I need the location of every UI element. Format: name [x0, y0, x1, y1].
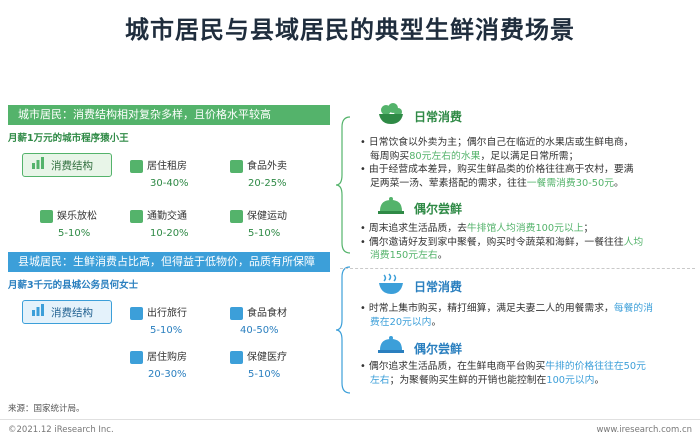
city-pct-housing: 30-40% [150, 178, 189, 189]
car-icon [130, 306, 143, 320]
county-pct-travel: 5-10% [150, 325, 183, 336]
city-category-fitness: 保健运动 [230, 207, 287, 223]
medical-icon [230, 350, 243, 364]
website: www.iresearch.com.cn [596, 425, 692, 435]
cloche-icon [378, 335, 404, 359]
salad-bowl-icon [378, 103, 404, 129]
city-category-housing: 居住租房 [130, 157, 187, 173]
county-banner: 县城居民：生鲜消费占比高，但得益于低物价，品质有所保障 [8, 252, 330, 272]
city-pct-food: 20-25% [248, 178, 287, 189]
county-category-housing: 居住购房 [130, 348, 187, 364]
building-icon [130, 159, 143, 173]
car-icon [130, 209, 143, 223]
city-pct-entertainment: 5-10% [58, 228, 91, 239]
county-daily-text: • 时常上集市购买，精打细算，满足夫妻二人的用餐需求，每餐的消 费在20元以内。 [360, 303, 654, 328]
county-category-travel: 出行旅行 [130, 304, 187, 320]
city-occasional-title: 偶尔尝鲜 [414, 202, 463, 216]
source-note: 来源：国家统计局。 [8, 404, 85, 414]
city-category-commute: 通勤交通 [130, 207, 187, 223]
cloche-icon [378, 196, 404, 220]
copyright: ©2021.12 iResearch Inc. [8, 425, 114, 435]
city-pct-commute: 10-20% [150, 228, 189, 239]
city-person-label: 月薪1万元的城市程序猿小王 [8, 133, 129, 144]
county-category-medical: 保健医疗 [230, 348, 287, 364]
chart-icon [31, 301, 45, 325]
city-daily-title: 日常消费 [414, 110, 463, 124]
fitness-icon [230, 209, 243, 223]
food-bowl-icon [378, 273, 404, 299]
chart-icon [31, 154, 45, 178]
city-occasional-text: • 周末追求生活品质，去牛排馆人均消费100元以上； • 偶尔邀请好友到家中聚餐… [360, 223, 644, 261]
footer-divider [0, 419, 700, 420]
county-structure-tag: 消费结构 [22, 300, 112, 324]
section-divider [340, 268, 695, 269]
county-pct-housing: 20-30% [148, 369, 187, 380]
city-category-food: 食品外卖 [230, 157, 287, 173]
city-pct-fitness: 5-10% [248, 228, 281, 239]
city-brace [335, 116, 351, 254]
building-icon [130, 350, 143, 364]
county-pct-medical: 5-10% [248, 369, 281, 380]
county-occasional-title: 偶尔尝鲜 [414, 342, 463, 356]
city-banner: 城市居民：消费结构相对复杂多样，且价格水平较高 [8, 105, 330, 125]
page-title: 城市居民与县域居民的典型生鲜消费场景 [125, 16, 575, 44]
county-person-label: 月薪3千元的县城公务员何女士 [8, 280, 139, 291]
city-daily-text: • 日常饮食以外卖为主；偶尔自己在临近的水果店或生鲜电商， 每周购买80元左右的… [360, 137, 634, 189]
county-category-food: 食品食材 [230, 304, 287, 320]
food-icon [230, 306, 243, 320]
city-category-entertainment: 娱乐放松 [40, 207, 97, 223]
county-brace [335, 266, 351, 394]
county-pct-food: 40-50% [240, 325, 279, 336]
wine-glass-icon [230, 159, 243, 173]
county-daily-title: 日常消费 [414, 280, 463, 294]
county-occasional-text: • 偶尔追求生活品质，在生鲜电商平台购买牛排的价格往往在50元 左右；为聚餐购买… [360, 361, 646, 386]
dumbbell-icon [40, 209, 53, 223]
city-structure-tag: 消费结构 [22, 153, 112, 177]
